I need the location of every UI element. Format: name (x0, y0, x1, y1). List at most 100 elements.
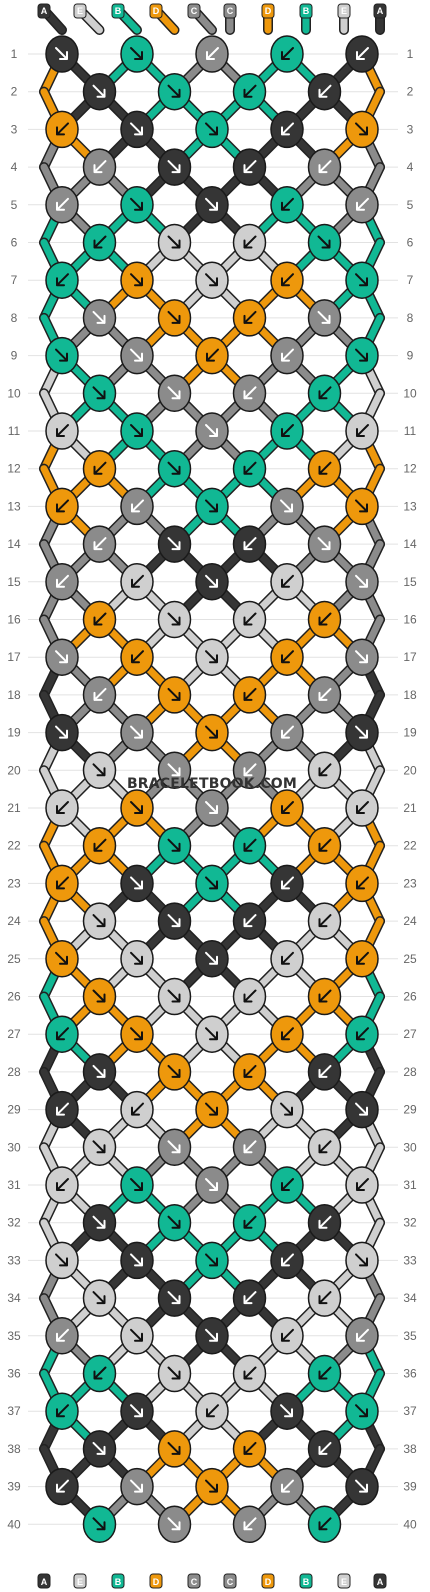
knot (157, 449, 192, 488)
arrow-down-right-icon (317, 537, 331, 551)
top-strand-letter: D (265, 6, 272, 16)
knot (45, 110, 79, 149)
knot (120, 638, 154, 676)
knot (120, 1166, 154, 1204)
arrow-down-right-icon (167, 386, 181, 400)
row-number-right: 9 (407, 349, 414, 363)
arrow-down-right-icon (205, 1328, 218, 1342)
arrow-down-left-icon (56, 1404, 69, 1418)
knot (45, 638, 79, 676)
knot (307, 1505, 342, 1544)
knot (232, 1279, 267, 1317)
row-number-left: 38 (7, 1442, 21, 1456)
arrow-down-left-icon (281, 650, 294, 664)
knot (82, 1053, 117, 1091)
arrow-down-left-icon (281, 1253, 294, 1267)
row-number-left: 7 (11, 273, 18, 287)
arrow-down-right-icon (355, 725, 368, 739)
knot (82, 223, 117, 262)
arrow-down-right-icon (205, 1253, 218, 1267)
arrow-down-left-icon (131, 650, 144, 664)
row-number-right: 25 (403, 952, 417, 966)
knot (45, 563, 79, 601)
arrow-down-right-icon (92, 1441, 106, 1455)
arrow-down-right-icon (205, 499, 218, 513)
arrow-down-left-icon (56, 1479, 69, 1493)
arrow-down-right-icon (55, 348, 68, 362)
row-number-right: 21 (403, 801, 417, 815)
row-number-left: 2 (11, 85, 18, 99)
knot (120, 487, 154, 526)
row-number-right: 32 (403, 1216, 417, 1230)
top-strand-cap (373, 3, 387, 19)
arrow-down-left-icon (243, 1517, 257, 1531)
knot (307, 1430, 342, 1468)
arrow-down-left-icon (318, 84, 332, 98)
knot (45, 487, 79, 526)
knot (307, 72, 342, 111)
row-number-left: 30 (7, 1140, 21, 1154)
arrow-down-left-icon (281, 122, 294, 136)
arrow-down-right-icon (92, 1064, 106, 1078)
knot (45, 35, 79, 73)
top-strand-letter: C (191, 6, 198, 16)
knot (82, 1430, 117, 1468)
arrow-down-right-icon (130, 1404, 143, 1418)
arrow-down-left-icon (243, 838, 257, 852)
row-number-right: 7 (407, 273, 414, 287)
knot (45, 412, 79, 450)
arrow-down-right-icon (355, 499, 368, 513)
arrow-down-left-icon (243, 1291, 257, 1305)
arrow-down-left-icon (281, 348, 294, 362)
knot (195, 1015, 229, 1053)
arrow-down-right-icon (205, 122, 218, 136)
knot (307, 751, 342, 790)
bottom-strand-letter: B (303, 1577, 310, 1587)
arrow-down-right-icon (205, 1027, 218, 1041)
knot (82, 1279, 117, 1317)
arrow-down-left-icon (356, 951, 369, 965)
knot (195, 336, 229, 375)
knot (307, 1203, 342, 1242)
knot (157, 1203, 192, 1242)
arrow-down-right-icon (317, 235, 331, 249)
knot (270, 563, 304, 601)
bottom-strand-letter: B (115, 1577, 122, 1587)
row-number-left: 33 (7, 1253, 21, 1267)
arrow-down-right-icon (167, 914, 181, 928)
knot (157, 751, 192, 790)
knot (195, 186, 229, 224)
knot (195, 864, 229, 903)
row-number-right: 10 (403, 386, 417, 400)
knot (195, 261, 229, 299)
knot (82, 299, 117, 337)
knot (345, 487, 379, 526)
knot (120, 412, 154, 450)
knot (82, 525, 117, 563)
arrow-down-right-icon (317, 310, 331, 324)
row-number-left: 40 (7, 1517, 21, 1531)
knot (232, 1354, 267, 1393)
arrow-down-left-icon (281, 197, 294, 211)
row-number-left: 24 (7, 914, 21, 928)
arrow-down-left-icon (243, 763, 257, 777)
row-number-left: 36 (7, 1367, 21, 1381)
arrow-down-left-icon (356, 1178, 369, 1191)
top-strand-cap (149, 3, 163, 19)
knot (270, 1241, 304, 1280)
arrow-down-left-icon (243, 461, 257, 475)
arrow-down-left-icon (56, 499, 69, 513)
row-number-left: 23 (7, 876, 21, 890)
knot (307, 299, 342, 337)
row-number-right: 8 (407, 311, 414, 325)
row-number-right: 16 (403, 613, 417, 627)
arrow-down-left-icon (318, 763, 332, 777)
arrow-down-left-icon (356, 197, 369, 211)
knot (82, 1203, 117, 1242)
arrow-down-right-icon (205, 951, 218, 965)
arrow-down-right-icon (167, 1517, 181, 1531)
top-strand-letter: B (115, 6, 122, 16)
row-number-right: 17 (403, 650, 417, 664)
knot (120, 186, 154, 224)
knot (82, 374, 117, 413)
